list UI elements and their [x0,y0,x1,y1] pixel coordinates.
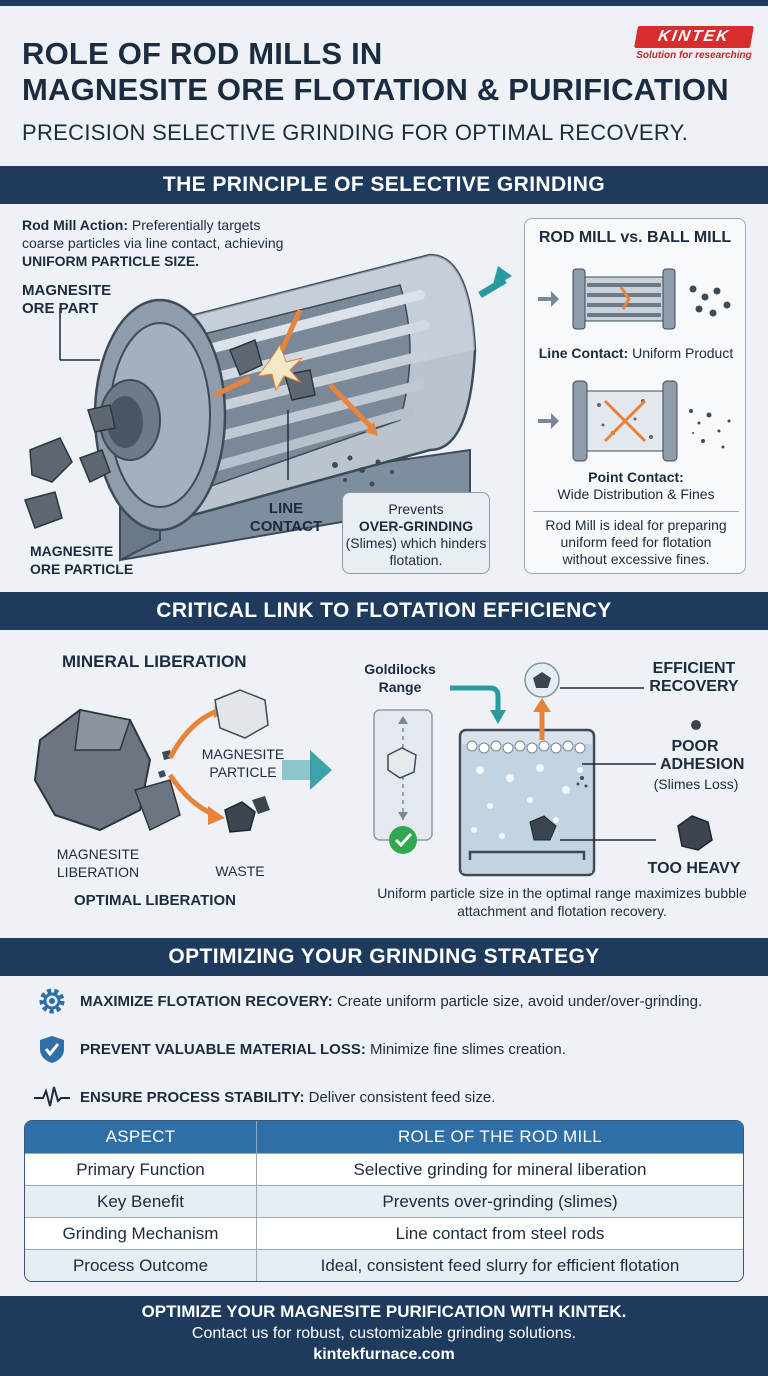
compare-note: Rod Mill is ideal for preparing uniform … [545,517,727,567]
footer-headline: OPTIMIZE YOUR MAGNESITE PURIFICATION WIT… [141,1302,627,1321]
kintek-logo[interactable]: KINTEK Solution for researching [634,26,754,64]
summary-table: ASPECT ROLE OF THE ROD MILL Primary Func… [24,1120,744,1282]
label-magnesite-particle: MAGNESITE PARTICLE [201,746,285,780]
mineral-liberation-title: MINERAL LIBERATION [62,652,247,671]
pulse-icon [34,1082,70,1112]
label-magnesite-ore-part: MAGNESITE ORE PART [22,282,112,317]
label-poor-adhesion: POOR ADHESION [660,738,745,773]
page-subtitle: PRECISION SELECTIVE GRINDING FOR OPTIMAL… [22,120,689,145]
table-cell: Line contact from steel rods [257,1217,743,1249]
section-heading-selective-grinding: THE PRINCIPLE OF SELECTIVE GRINDING [0,166,768,204]
ball-mill-mini-icon [538,380,731,462]
table-header-row: ASPECT ROLE OF THE ROD MILL [25,1121,743,1153]
section-heading-flotation-efficiency: CRITICAL LINK TO FLOTATION EFFICIENCY [0,592,768,630]
table-cell: Selective grinding for mineral liberatio… [257,1153,743,1185]
over-grinding-callout: Prevents OVER-GRINDING (Slimes) which hi… [342,492,490,574]
ball-contact-label: Point Contact: Wide Distribution & Fines [557,469,715,502]
strategy-item-recovery: MAXIMIZE FLOTATION RECOVERY: Create unif… [34,986,754,1016]
flotation-cell-illustration [373,662,596,877]
rod-vs-ball-card: ROD MILL vs. BALL MILL Line Contact: Uni… [524,218,746,574]
logo-wordmark: KINTEK [634,26,754,48]
liberation-illustration [33,689,332,833]
table-cell: Ideal, consistent feed slurry for effici… [257,1249,743,1281]
strategy-item-stability: ENSURE PROCESS STABILITY: Deliver consis… [34,1082,754,1112]
footer-subline: Contact us for robust, customizable grin… [191,1325,577,1342]
gear-icon [34,986,70,1016]
footer-link[interactable]: kintekfurnace.com [313,1346,455,1363]
table-cell: Grinding Mechanism [25,1217,257,1249]
table-cell: Prevents over-grinding (slimes) [257,1185,743,1217]
label-efficient-recovery: EFFICIENT RECOVERY [649,660,739,695]
label-too-heavy: TOO HEAVY [647,860,741,877]
heavy-particle-icon [677,815,713,851]
label-waste: WASTE [215,863,265,879]
callout-pointer-lines [560,687,656,841]
compare-title: ROD MILL vs. BALL MILL [538,229,732,246]
label-magnesite-ore-particle: MAGNESITE ORE PARTICLE [30,543,134,577]
logo-tagline: Solution for researching [636,50,752,61]
label-magnesite-liberation: MAGNESITE LIBERATION [56,846,140,880]
column-header-role: ROLE OF THE ROD MILL [257,1121,743,1153]
label-line-contact: LINE CONTACT [249,500,323,535]
rod-mill-illustration [24,253,512,562]
goldilocks-label: Goldilocks Range [364,661,436,695]
column-header-aspect: ASPECT [25,1121,257,1153]
rod-contact-label: Line Contact: Uniform Product [538,345,734,361]
label-slimes-loss: (Slimes Loss) [653,776,739,792]
table-cell: Primary Function [25,1153,257,1185]
section-heading-grinding-strategy: OPTIMIZING YOUR GRINDING STRATEGY [0,938,768,976]
strategy-item-material-loss: PREVENT VALUABLE MATERIAL LOSS: Minimize… [34,1034,754,1064]
page-title: ROLE OF ROD MILLS IN MAGNESITE ORE FLOTA… [22,36,729,107]
shield-check-icon [34,1034,70,1064]
footer: OPTIMIZE YOUR MAGNESITE PURIFICATION WIT… [0,1296,768,1376]
label-optimal-liberation: OPTIMAL LIBERATION [74,892,236,909]
flotation-caption: Uniform particle size in the optimal ran… [377,885,747,919]
fine-particle-dot [691,720,701,730]
top-rule [0,0,768,6]
table-cell: Process Outcome [25,1249,257,1281]
rod-mill-action-text: Rod Mill Action: Preferentially targets … [22,217,284,269]
table-cell: Key Benefit [25,1185,257,1217]
rod-mill-mini-icon [538,268,731,330]
